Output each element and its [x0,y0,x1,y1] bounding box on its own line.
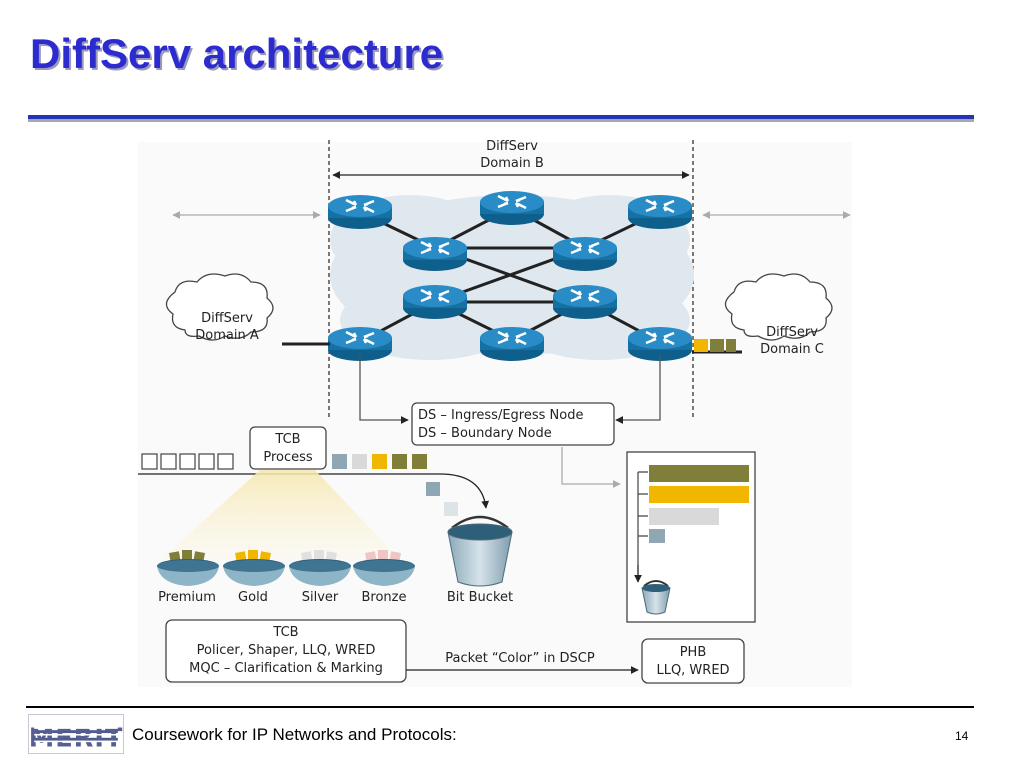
tcb-box [165,619,407,683]
router-icon [401,235,469,273]
ds-node-box [411,402,615,446]
bit-bucket-label: Bit Bucket [447,590,513,605]
slide-title: DiffServ architecture [30,30,444,77]
domain-a-label: Domain A [195,328,259,343]
footer-rule [26,706,974,708]
router-icon [478,325,546,363]
page-number: 14 [955,729,969,743]
footer-text: Coursework for IP Networks and Protocols… [132,725,457,744]
tcb-box-label: MQC – Clarification & Marking [189,661,383,676]
small-bucket-icon [641,580,671,615]
marked-packets [332,454,427,469]
domain-c-label: DiffServ [766,325,818,340]
bronze-basket [353,550,415,586]
router-icon [551,283,619,321]
class-label-bronze: Bronze [362,590,407,605]
class-label-gold: Gold [238,590,268,605]
phb-label: LLQ, WRED [656,663,729,678]
router-icon [478,189,546,227]
connector-right [615,355,661,424]
drop-arrow [439,473,490,509]
domain-b-label: Domain B [480,156,544,171]
domain-c-cloud: DiffServ Domain C [724,273,833,357]
gold-basket [223,550,285,586]
router-icon [401,283,469,321]
domain-a-cloud: DiffServ Domain A [165,273,274,343]
title-underline [28,115,974,119]
packet-color-label: Packet “Color” in DSCP [445,651,595,666]
ds-node-label: DS – Boundary Node [418,426,552,441]
router-icon [326,193,394,231]
queue-bar-gold [649,486,749,503]
phb-box [641,638,745,684]
domain-c-packets [694,339,736,352]
ds-node-label: DS – Ingress/Egress Node [418,408,583,423]
router-icon [626,193,694,231]
tcb-box-label: Policer, Shaper, LLQ, WRED [197,643,376,658]
domain-a-label: DiffServ [201,311,253,326]
classification-cone [160,470,400,560]
domain-c-label: Domain C [760,342,824,357]
connector-left [359,355,409,424]
phb-label: PHB [680,645,707,660]
tcb-process-label: TCB [274,432,300,447]
domain-b-label: DiffServ [486,139,538,154]
tcb-process-label: Process [263,450,313,465]
bit-bucket-icon [447,515,513,587]
diffserv-diagram: DiffServ Domain B Di [138,139,852,687]
router-icon [551,235,619,273]
queue-bracket [637,471,648,565]
silver-basket [289,550,351,586]
tcb-box-label: TCB [272,625,298,640]
dropped-packet [444,502,458,516]
class-label-premium: Premium [158,590,216,605]
dropped-packet [426,482,440,496]
merit-logo: MERIT [28,714,124,754]
queue-bar-silver [649,508,719,525]
premium-basket [157,550,219,586]
queue-bar-bronze [649,529,665,543]
class-label-silver: Silver [302,590,339,605]
incoming-packets [141,453,234,470]
tcb-process-box [249,426,327,470]
queue-bar-premium [649,465,749,482]
gray-connector [561,447,621,488]
